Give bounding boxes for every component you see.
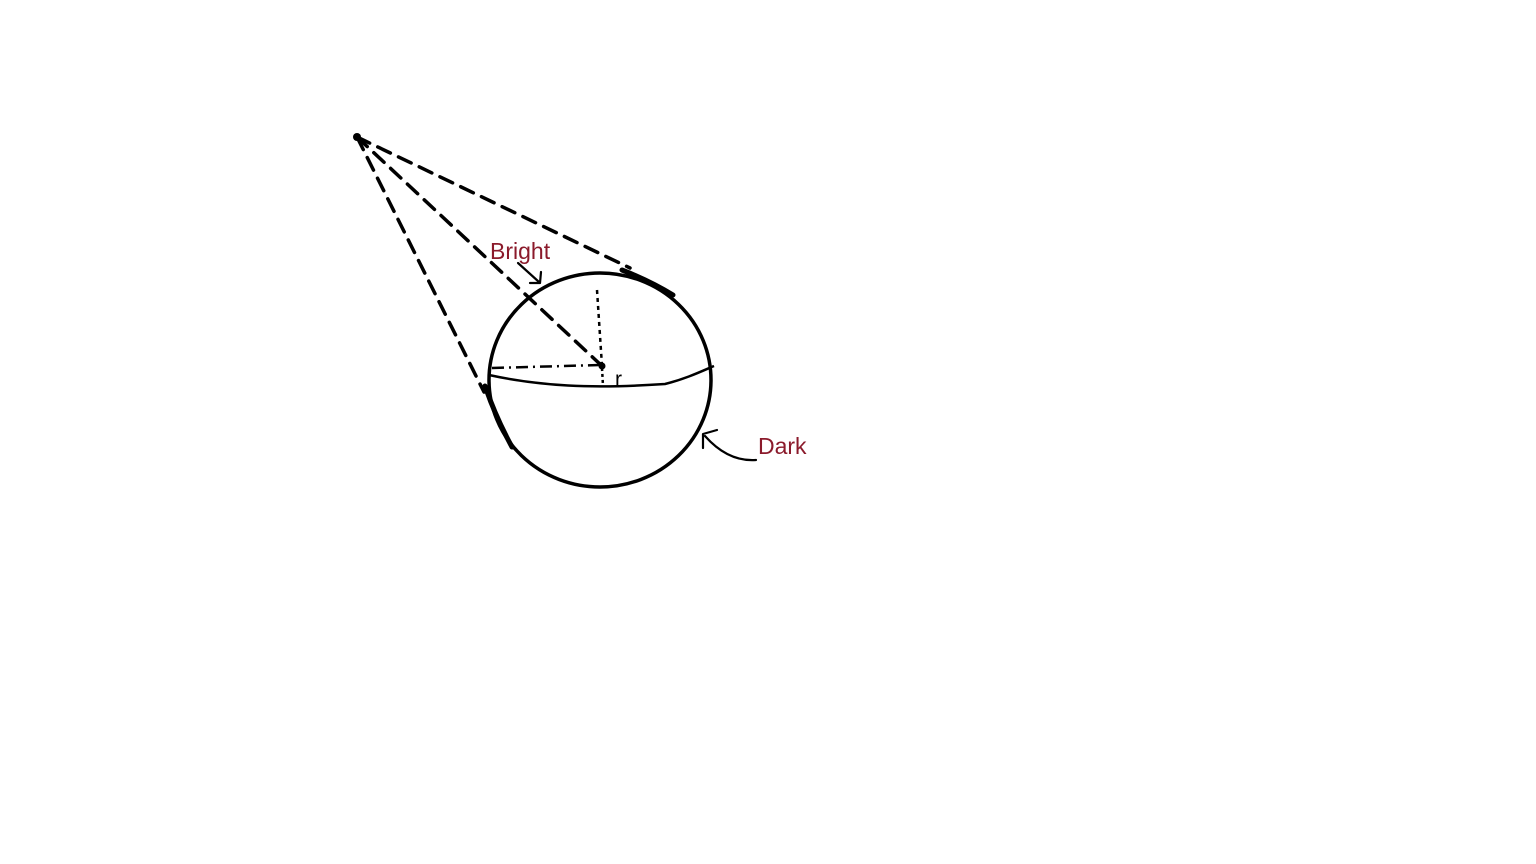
upper-tangent-arc (619, 267, 676, 298)
sphere-center-point (598, 362, 606, 370)
radius-label: r (615, 368, 622, 391)
vertical-radius-line (595, 289, 604, 367)
lower-tangent-arc (482, 383, 515, 450)
equator-left-rim (487, 366, 492, 376)
lower-tangent-ray (355, 135, 486, 394)
upper-tangent-ray (355, 135, 632, 270)
horizontal-radius-line (491, 363, 601, 370)
bright-pointer-arrow (516, 261, 543, 285)
bright-label: Bright (490, 238, 551, 264)
dark-label: Dark (758, 433, 807, 459)
equator-curve (488, 364, 715, 388)
sphere-outline (487, 271, 713, 489)
radius-tick-line (600, 367, 605, 387)
dark-pointer-arrow (701, 428, 758, 462)
center-ray (355, 135, 604, 368)
